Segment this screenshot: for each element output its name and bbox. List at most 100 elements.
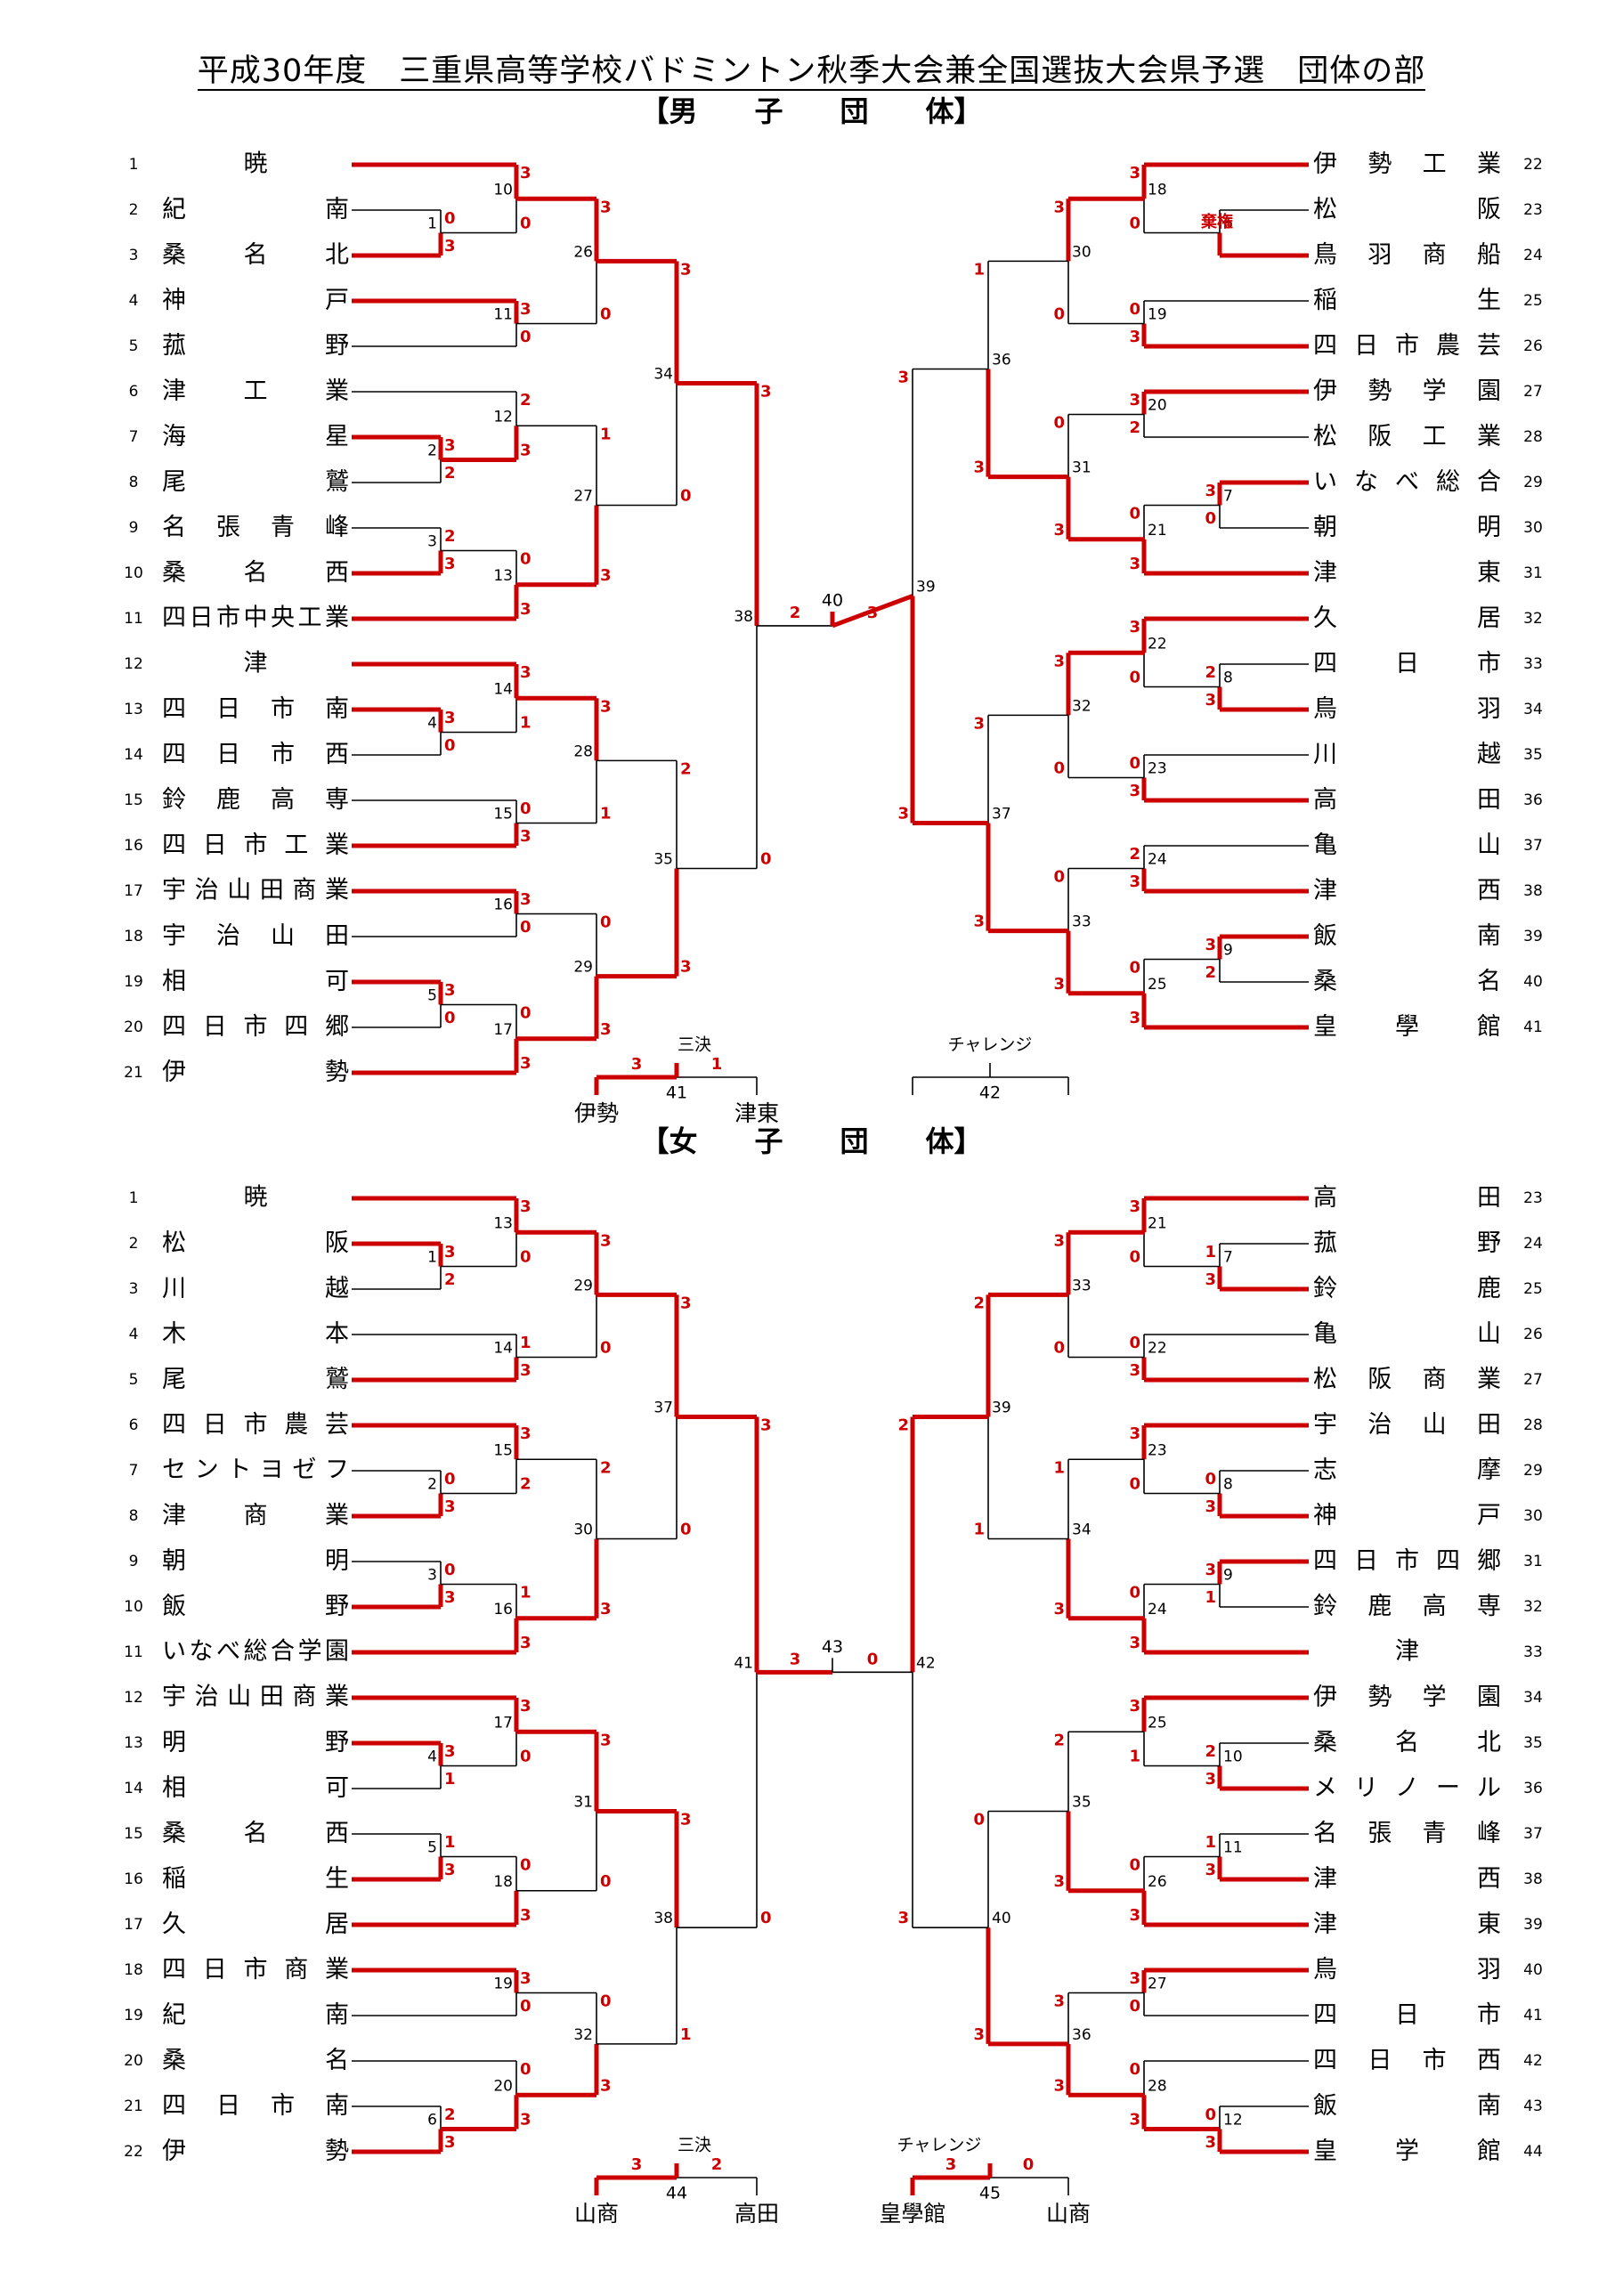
- match-number: 16: [493, 896, 513, 914]
- match-number: 30: [1072, 243, 1091, 261]
- score-label: 0: [520, 799, 532, 818]
- match-number: 37: [992, 806, 1011, 823]
- team-name-char: 亀: [1313, 1320, 1337, 1348]
- team-name-char: 西: [325, 1820, 349, 1847]
- team-name: 松阪: [162, 1229, 349, 1257]
- score-label: 3: [680, 958, 692, 977]
- score-label: 1: [680, 2025, 692, 2044]
- team-name-char: 四: [1436, 1547, 1460, 1575]
- team-name: 明野: [162, 1729, 349, 1756]
- team-name-char: 稲: [1313, 287, 1337, 314]
- score-label: 3: [897, 805, 909, 823]
- team-name-char: 勢: [325, 1059, 349, 1086]
- team-name-char: 皇: [1313, 1013, 1337, 1041]
- team-name: 桑名北: [162, 241, 349, 269]
- team-name-char: 学: [1395, 2138, 1419, 2165]
- team-name-char: 農: [284, 1411, 308, 1439]
- match-number: 20: [1148, 397, 1167, 415]
- team-name-char: 日: [1367, 2047, 1392, 2074]
- score-label: 3: [1129, 391, 1140, 410]
- team-name: 暁: [244, 150, 268, 178]
- team-name-char: 生: [1477, 287, 1501, 314]
- team-name-char: 桑: [162, 2047, 186, 2074]
- team-name-char: 張: [216, 514, 240, 541]
- team-name-char: 四: [162, 695, 186, 723]
- team-name: 皇學館: [1313, 1013, 1501, 1041]
- match-number: 28: [1148, 2077, 1167, 2095]
- team-name-char: 青: [1423, 1820, 1447, 1847]
- team-name-char: 市: [1477, 650, 1501, 677]
- team-name: 暁: [244, 1184, 268, 1212]
- score-label: 3: [520, 164, 532, 183]
- team-name: 松阪商業: [1313, 1366, 1501, 1393]
- match-number: 9: [1223, 1567, 1233, 1585]
- match-number: 27: [1148, 1976, 1167, 1993]
- score-label: 3: [520, 600, 532, 619]
- team-name-char: 宇: [1313, 1411, 1337, 1439]
- match-number: 19: [1148, 306, 1167, 324]
- score-label: 3: [520, 1906, 532, 1925]
- team-name-char: 山: [1423, 1411, 1447, 1439]
- score-label: 3: [1053, 198, 1065, 216]
- score-label: 0: [600, 913, 612, 932]
- team-name-char: 可: [325, 1774, 349, 1802]
- team-name: 四日市西: [162, 741, 349, 768]
- score-label: 3: [520, 442, 532, 460]
- team-name: 亀山: [1313, 832, 1501, 859]
- score-label: 0: [520, 1748, 532, 1766]
- match-number: 29: [573, 1277, 593, 1294]
- team-seed: 32: [1523, 1598, 1543, 1616]
- score-label: 0: [520, 550, 532, 569]
- team-name: 鳥羽商船: [1313, 241, 1501, 269]
- score-label: 3: [1129, 1424, 1140, 1443]
- team-name-char: 學: [1395, 1013, 1419, 1041]
- team-seed: 21: [124, 2097, 143, 2115]
- team-name: 飯南: [1313, 2092, 1501, 2120]
- team-seed: 40: [1523, 973, 1543, 991]
- winning-path: [832, 594, 913, 629]
- team-name: 桑名北: [1313, 1729, 1501, 1756]
- team-name-char: 伊: [1313, 377, 1337, 405]
- score-label: 3: [444, 1861, 456, 1879]
- team-name: 亀山: [1313, 1320, 1501, 1348]
- team-seed: 24: [1523, 1235, 1543, 1253]
- team-name-char: 居: [1477, 604, 1501, 632]
- team-name-char: 明: [325, 1547, 349, 1575]
- match-number: 13: [493, 567, 513, 585]
- team-name-char: 高: [1313, 1184, 1337, 1212]
- score-label: 0: [520, 918, 532, 937]
- match-number: 42: [916, 1654, 936, 1672]
- team-name-char: 学: [1423, 377, 1447, 405]
- team-name: 尾鷲: [162, 468, 349, 496]
- score-label: 1: [600, 805, 612, 823]
- team-name-char: 業: [1477, 1366, 1501, 1393]
- team-name-char: 川: [162, 1275, 186, 1302]
- team-name-char: 市: [1395, 1547, 1419, 1575]
- score-label: 3: [680, 260, 692, 279]
- score-label: 0: [1129, 1997, 1140, 2016]
- score-label: 0: [973, 1811, 985, 1829]
- team-name-char: 野: [325, 332, 349, 360]
- third-place-label: 三決: [678, 1035, 711, 1055]
- team-name-char: 南: [325, 196, 349, 223]
- team-name-char: 名: [325, 2047, 349, 2074]
- match-number: 23: [1148, 1441, 1167, 1459]
- team-name-char: 総: [1436, 468, 1460, 496]
- team-seed: 33: [1523, 655, 1543, 673]
- score-label: 3: [680, 1294, 692, 1312]
- score-label: 0: [1129, 1248, 1140, 1267]
- third-place-number: 44: [666, 2184, 687, 2203]
- team-name: 桑名西: [162, 559, 349, 587]
- challenge-left-team: 皇學館: [879, 2201, 945, 2227]
- match-number: 35: [1072, 1794, 1091, 1812]
- team-name-char: 南: [325, 695, 349, 723]
- match-number: 17: [493, 1021, 513, 1039]
- team-name-char: 阪: [1367, 423, 1392, 450]
- team-name-char: リ: [1354, 1774, 1378, 1802]
- team-name-char: 市: [244, 1013, 268, 1041]
- score-label: 0: [1205, 1470, 1216, 1489]
- team-name-char: 鈴: [162, 786, 186, 814]
- team-name: 四日市農芸: [1313, 332, 1501, 360]
- third-score-right: 1: [711, 1055, 723, 1074]
